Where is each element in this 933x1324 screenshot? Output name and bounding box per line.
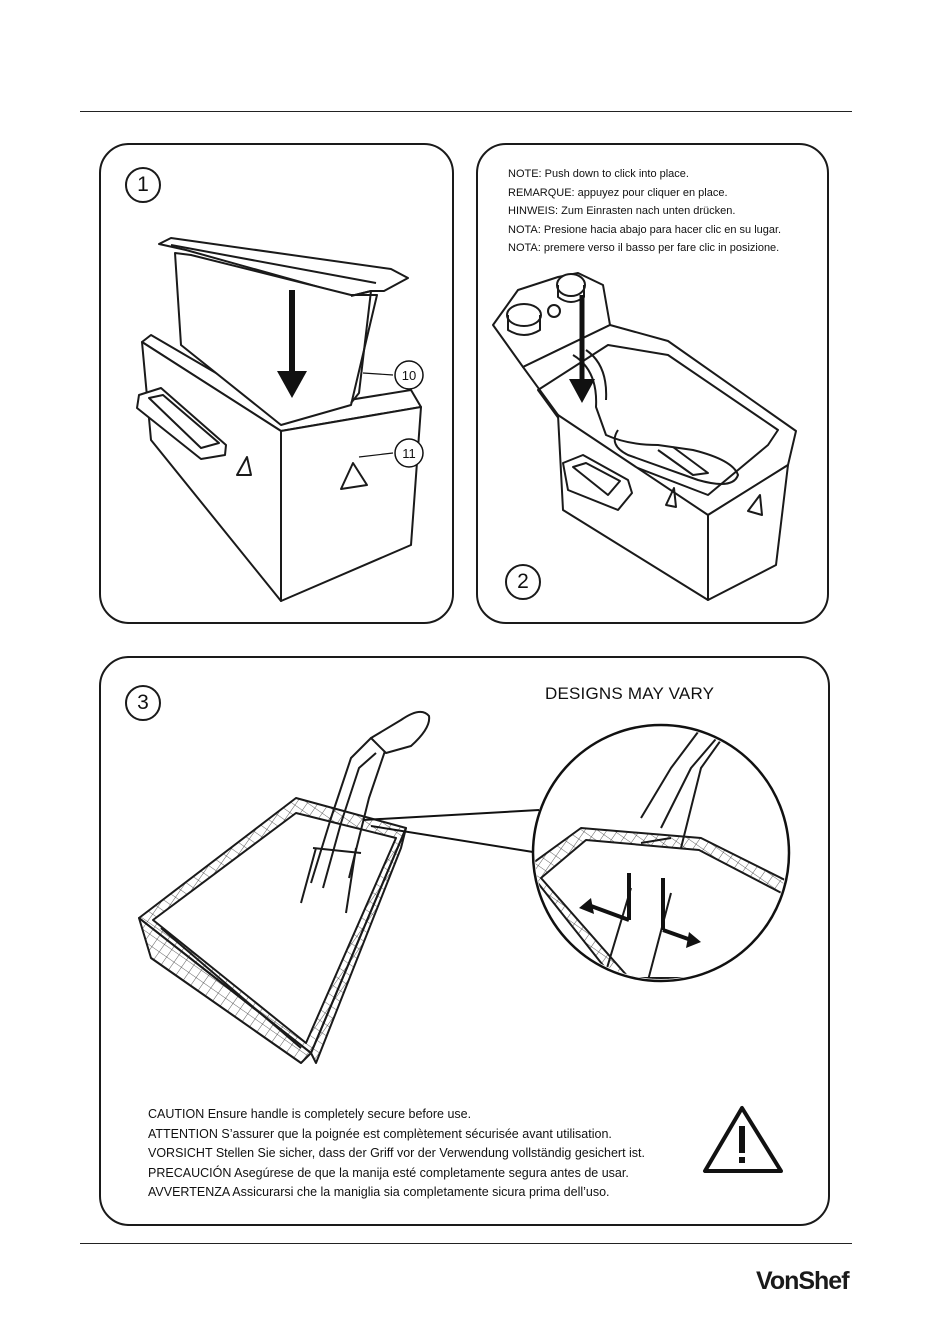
- caution-block: CAUTION Ensure handle is completely secu…: [148, 1105, 645, 1203]
- caution-it: AVVERTENZA Assicurarsi che la maniglia s…: [148, 1185, 610, 1200]
- caution-es: PRECAUCIÓN Asegúrese de que la manija es…: [148, 1165, 629, 1180]
- note-it: NOTA: premere verso il basso per fare cl…: [508, 242, 780, 254]
- step-number-3: 3: [125, 685, 161, 721]
- vonshef-logo: VonShef: [756, 1267, 850, 1295]
- warning-triangle-icon: [703, 1106, 783, 1173]
- fry-basket-handle-illustration: [138, 710, 791, 1173]
- callout-11: 11: [402, 446, 416, 461]
- heating-element-illustration: [492, 272, 797, 601]
- oil-tank-into-housing-illustration: 10 11: [136, 237, 424, 602]
- bottom-divider: [80, 1243, 852, 1244]
- callout-10-circle: [394, 360, 424, 390]
- caution-fr: ATTENTION S’assurer que la poignée est c…: [148, 1126, 612, 1141]
- step-1-panel: 1 10 11: [99, 143, 454, 624]
- designs-may-vary-label: DESIGNS MAY VARY: [545, 684, 715, 703]
- notes-block: NOTE: Push down to click into place. REM…: [508, 165, 781, 258]
- note-en: NOTE: Push down to click into place.: [508, 168, 689, 180]
- step-number-2: 2: [505, 564, 541, 600]
- note-es: NOTA: Presione hacia abajo para hacer cl…: [508, 223, 782, 236]
- caution-en: CAUTION Ensure handle is completely secu…: [148, 1107, 472, 1121]
- callout-10: 10: [402, 368, 416, 383]
- note-fr: REMARQUE: appuyez pour cliquer en place.: [508, 186, 728, 199]
- caution-de: VORSICHT Stellen Sie sicher, dass der Gr…: [148, 1146, 645, 1161]
- step-number-1: 1: [125, 167, 161, 203]
- callout-11-circle: [394, 438, 424, 468]
- step-2-panel: NOTE: Push down to click into place. REM…: [476, 143, 829, 624]
- step-3-panel: 3 DESIGNS MAY VARY: [99, 656, 830, 1226]
- note-de: HINWEIS: Zum Einrasten nach unten drücke…: [508, 205, 736, 217]
- top-divider: [80, 111, 852, 112]
